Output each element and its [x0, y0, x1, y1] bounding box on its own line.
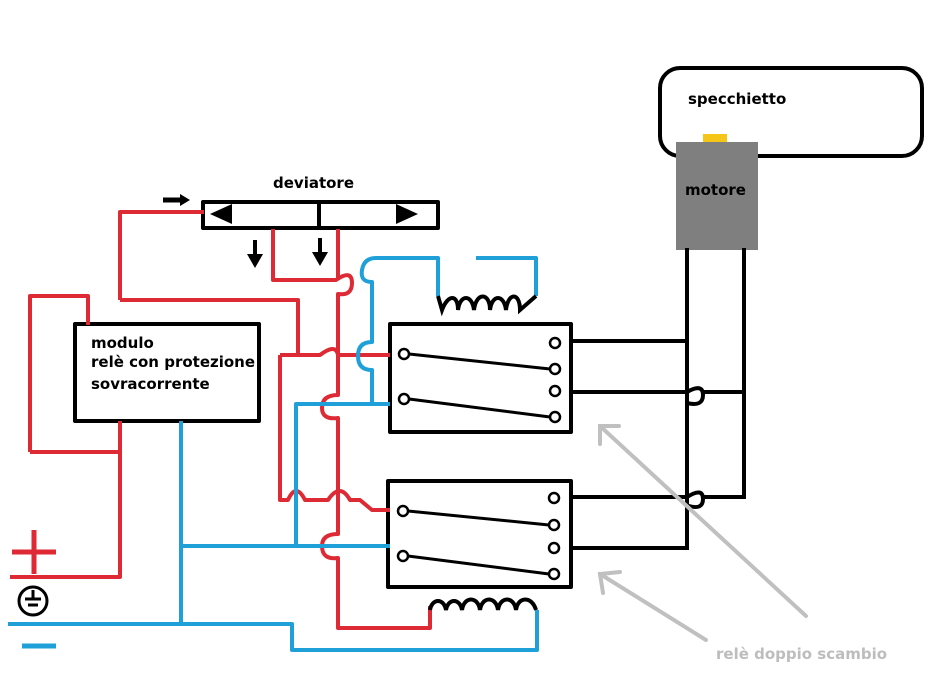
coil-top [436, 294, 538, 317]
negative-wire [8, 610, 539, 652]
relay-annotation-label: relè doppio scambio [716, 645, 887, 663]
annotation-arrow [597, 570, 708, 642]
positive-wire [10, 450, 122, 579]
negative-wire [294, 256, 440, 546]
arrow-right-icon[interactable] [396, 204, 418, 224]
positive-wire [280, 347, 390, 357]
mirror-box [658, 66, 924, 158]
module-label-line3: sovracorrente [91, 375, 210, 393]
plus-symbol [12, 530, 56, 574]
motor-label: motore [685, 181, 746, 199]
module-label-line2: relè con protezione [91, 353, 255, 371]
positive-wire [120, 298, 300, 354]
arrow-right-small-icon [163, 194, 190, 206]
motor-tab [703, 134, 727, 142]
negative-wire [476, 256, 538, 296]
motor-wire [571, 386, 746, 406]
module-label-line1: modulo [91, 334, 154, 352]
motor-body [676, 142, 758, 250]
annotation-arrow [598, 424, 808, 618]
switch-label: deviatore [273, 174, 354, 192]
positive-wire [118, 210, 204, 300]
positive-wire [271, 229, 354, 355]
relay-bottom [386, 479, 573, 589]
motor-wire [571, 490, 746, 510]
positive-wire [320, 355, 432, 630]
positive-wire [278, 355, 390, 512]
module-box [73, 322, 261, 423]
relay-top [388, 322, 573, 434]
ground-symbol [17, 585, 49, 617]
arrow-left-icon[interactable] [210, 204, 232, 224]
coil-bottom [428, 597, 538, 611]
positive-wire [28, 294, 90, 452]
arrow-down-icon [247, 240, 263, 268]
arrow-down-icon [312, 238, 328, 266]
mirror-label: specchietto [688, 90, 786, 108]
